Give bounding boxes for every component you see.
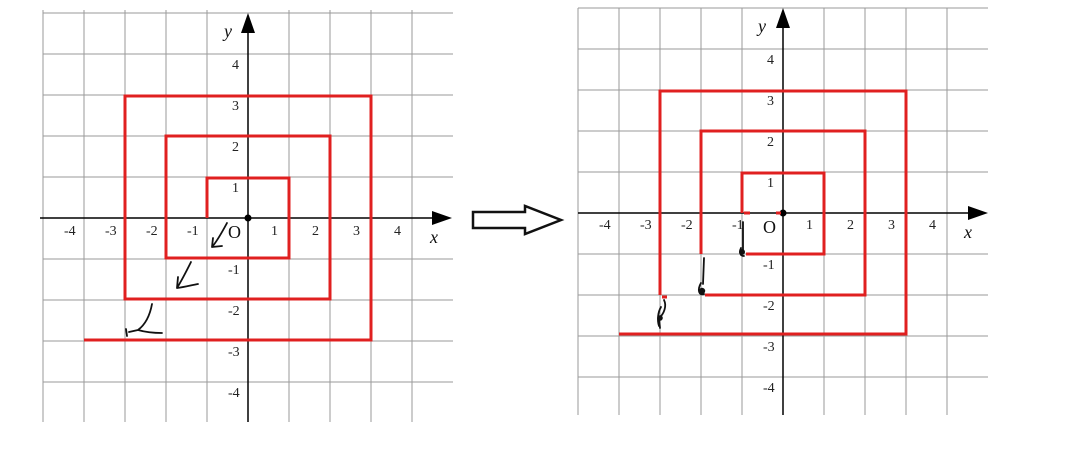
left-y-tick: 1 — [232, 181, 239, 196]
right-handwritten-mark-3 — [657, 299, 667, 329]
right-spiral-middle — [699, 129, 867, 297]
right-handwritten-dot-2 — [698, 287, 706, 295]
left-x-tick: 3 — [353, 224, 360, 239]
left-x-tick: -1 — [187, 224, 199, 239]
left-y-tick: -1 — [228, 263, 240, 278]
right-y-tick: 3 — [767, 94, 774, 109]
right-y-tick: 2 — [767, 135, 774, 150]
right-y-tick: -3 — [763, 340, 775, 355]
right-x-tick: 4 — [929, 218, 936, 233]
right-y-tick: 1 — [767, 176, 774, 191]
right-origin-dot — [779, 209, 787, 217]
left-x-tick: 1 — [271, 224, 278, 239]
left-handwritten-arrow-2 — [176, 261, 199, 289]
right-panel: -4 -3 -2 -1 1 2 3 4 4 3 2 1 -1 -2 -3 -4 … — [577, 7, 988, 415]
left-origin-dot — [244, 214, 252, 222]
right-y-axis-arrowhead — [776, 8, 790, 28]
left-handwritten-arrow-1 — [211, 222, 228, 248]
right-x-tick: 2 — [847, 218, 854, 233]
right-x-tick: -3 — [640, 218, 652, 233]
left-y-axis-arrowhead — [241, 13, 255, 33]
right-y-tick: -2 — [763, 299, 775, 314]
left-y-axis-label: y — [222, 21, 232, 41]
left-origin-label: O — [228, 222, 241, 242]
right-y-tick: -1 — [763, 258, 775, 273]
left-x-tick: -3 — [105, 224, 117, 239]
right-x-axis-label: x — [963, 222, 972, 242]
left-y-tick: 2 — [232, 140, 239, 155]
right-x-tick: -4 — [599, 218, 611, 233]
left-y-tick: 3 — [232, 99, 239, 114]
right-x-tick: -2 — [681, 218, 693, 233]
right-y-axis-label: y — [756, 16, 766, 36]
left-x-tick: -2 — [146, 224, 158, 239]
right-origin-label: O — [763, 217, 776, 237]
right-x-tick: 3 — [888, 218, 895, 233]
left-handwritten-arrow-3 — [125, 303, 163, 337]
left-x-tick: 2 — [312, 224, 319, 239]
left-y-tick: -4 — [228, 386, 240, 401]
right-handwritten-dot-1 — [739, 249, 745, 255]
left-x-axis-label: x — [429, 227, 438, 247]
right-y-tick: -4 — [763, 381, 775, 396]
left-y-tick: -2 — [228, 304, 240, 319]
right-x-tick: -1 — [732, 218, 744, 233]
left-x-axis-arrowhead — [432, 211, 452, 225]
right-handwritten-dot-3 — [657, 315, 663, 321]
left-y-tick: -3 — [228, 345, 240, 360]
left-panel: -4 -3 -2 -1 1 2 3 4 4 3 2 1 -1 -2 -3 -4 … — [40, 10, 453, 422]
right-x-tick: 1 — [806, 218, 813, 233]
left-y-tick: 4 — [232, 58, 239, 73]
left-spiral — [84, 94, 373, 342]
right-spiral-outer — [619, 89, 908, 336]
right-spiral-inner — [740, 171, 826, 256]
double-arrow-right-icon — [471, 204, 565, 236]
right-y-tick: 4 — [767, 53, 774, 68]
right-x-axis-arrowhead — [968, 206, 988, 220]
left-x-tick: -4 — [64, 224, 76, 239]
left-x-tick: 4 — [394, 224, 401, 239]
